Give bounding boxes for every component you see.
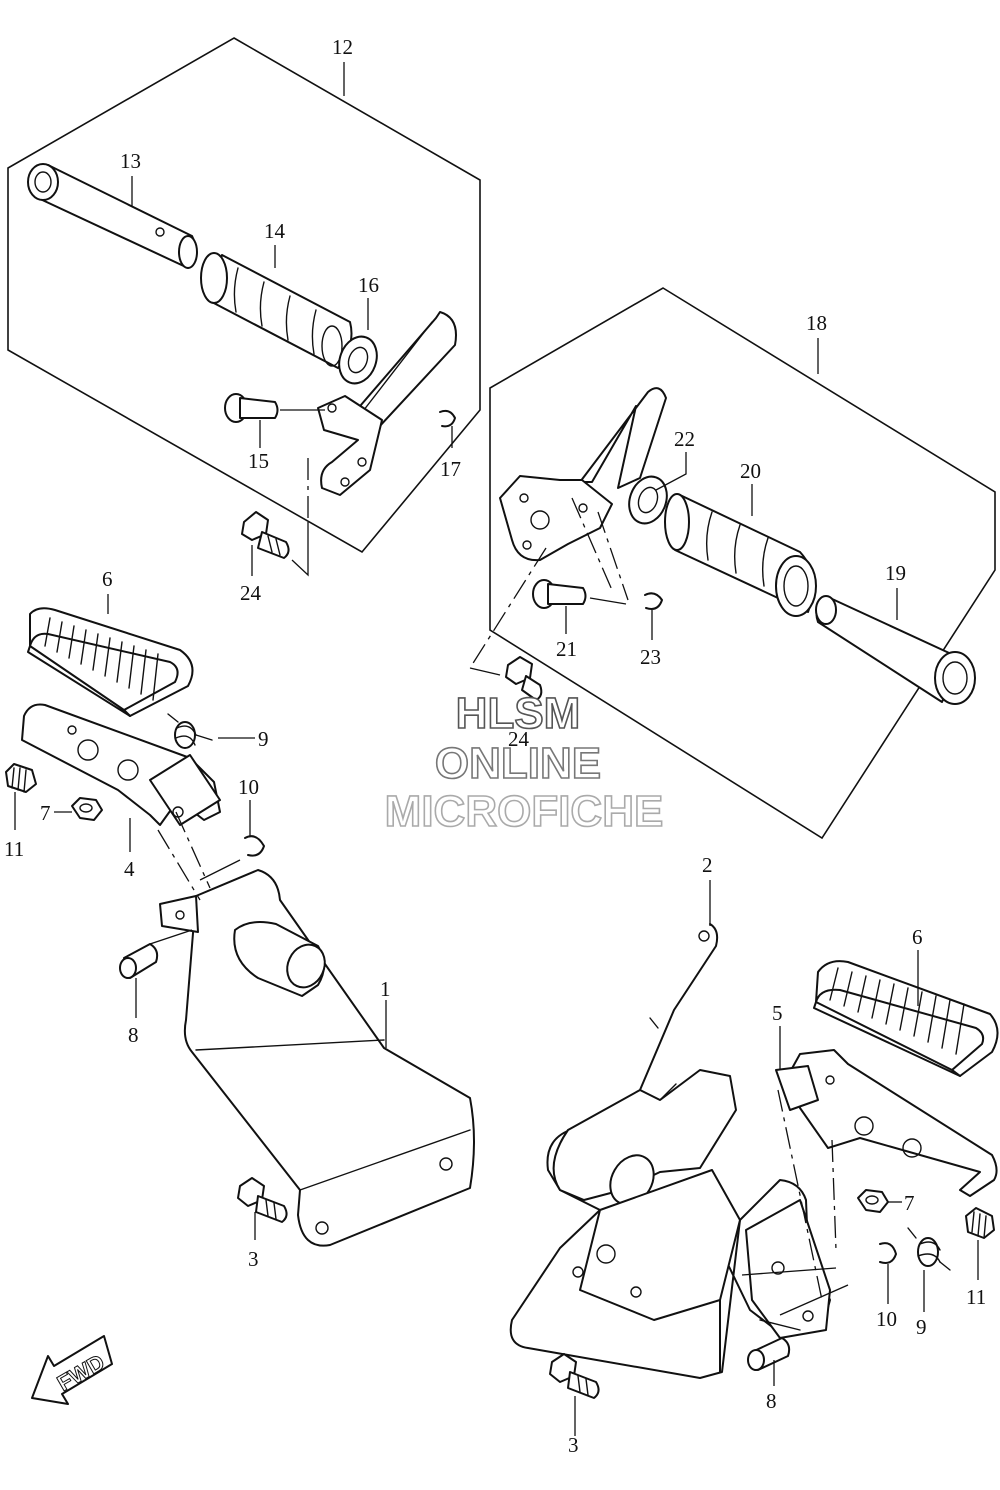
callout-23: 23 (640, 645, 661, 669)
nut-7-right[interactable] (857, 1189, 889, 1213)
callout-22: 22 (674, 427, 695, 451)
footrest-rubber-20[interactable] (664, 493, 817, 617)
e-clip-10-right[interactable] (879, 1242, 897, 1264)
washer-22[interactable] (623, 471, 673, 528)
footrest-bracket-5[interactable] (775, 1049, 998, 1301)
callout-6-left: 6 (102, 567, 113, 591)
callout-7-right: 7 (904, 1191, 915, 1215)
footrest-bracket-12[interactable] (317, 311, 457, 496)
callout-19: 19 (885, 561, 906, 585)
callout-2: 2 (702, 853, 713, 877)
pin-8-right[interactable] (747, 1337, 791, 1371)
spring-9-left[interactable] (167, 713, 213, 749)
footrest-rubber-14[interactable] (200, 252, 353, 369)
callout-12: 12 (332, 35, 353, 59)
footrest-bracket-1[interactable] (149, 811, 475, 1247)
adjuster-11-left[interactable] (5, 763, 37, 793)
callout-3-left: 3 (248, 1247, 259, 1271)
callout-10-right: 10 (876, 1307, 897, 1331)
watermark-line-3: MICROFICHE (385, 787, 664, 836)
callout-21: 21 (556, 637, 577, 661)
callout-14: 14 (264, 219, 286, 243)
callout-18: 18 (806, 311, 827, 335)
bolt-24-lower[interactable] (505, 656, 543, 701)
callout-6-right: 6 (912, 925, 923, 949)
callout-11-left: 11 (4, 837, 24, 861)
callout-24-lower: 24 (508, 727, 530, 751)
callout-8-left: 8 (128, 1023, 139, 1047)
pin-21[interactable] (532, 579, 627, 609)
washer-16[interactable] (333, 331, 383, 388)
footrest-bracket-2[interactable] (509, 923, 849, 1379)
bolt-3-right[interactable] (549, 1353, 600, 1399)
callout-13: 13 (120, 149, 141, 173)
footrest-shaft-13[interactable] (27, 163, 198, 269)
nut-7-left[interactable] (71, 797, 103, 821)
callout-7-left: 7 (40, 801, 51, 825)
e-clip-17[interactable] (439, 409, 456, 428)
callout-4: 4 (124, 857, 135, 881)
footrest-rubber-6-left[interactable] (27, 607, 194, 717)
assembly-lines-upper (291, 458, 629, 676)
callout-17: 17 (440, 457, 461, 481)
adjuster-11-right[interactable] (965, 1207, 995, 1239)
watermark-line-2: ONLINE (435, 739, 601, 788)
e-clip-10-left[interactable] (244, 835, 265, 857)
bolt-24-upper[interactable] (241, 511, 290, 559)
callout-24-upper: 24 (240, 581, 262, 605)
callout-labels: 12 13 14 16 15 17 24 18 22 20 19 21 23 2… (4, 35, 986, 1457)
callout-3-right: 3 (568, 1433, 579, 1457)
callout-9-left: 9 (258, 727, 269, 751)
callout-16: 16 (358, 273, 379, 297)
callout-5: 5 (772, 1001, 783, 1025)
bolt-3-left[interactable] (237, 1177, 288, 1223)
callout-15: 15 (248, 449, 269, 473)
pin-8-left[interactable] (119, 943, 159, 979)
callout-8-right: 8 (766, 1389, 777, 1413)
callout-10-left: 10 (238, 775, 259, 799)
fwd-arrow-icon: FWD (31, 1335, 113, 1405)
footrest-shaft-19[interactable] (815, 595, 976, 705)
footrest-bracket-4[interactable] (21, 703, 221, 826)
assembly-12-box (7, 37, 481, 554)
spring-9-right[interactable] (907, 1227, 951, 1271)
callout-11-right: 11 (966, 1285, 986, 1309)
callout-leaders (14, 62, 979, 1436)
callout-1: 1 (380, 977, 391, 1001)
e-clip-23[interactable] (644, 592, 663, 610)
watermark-line-1: HLSM (456, 689, 581, 738)
assembly-18-box (489, 287, 996, 840)
pin-15[interactable] (224, 393, 325, 423)
watermark: HLSM ONLINE MICROFICHE (384, 688, 664, 837)
footrest-bracket-18[interactable] (499, 387, 667, 562)
callout-9-right: 9 (916, 1315, 927, 1339)
callout-20: 20 (740, 459, 761, 483)
footrest-rubber-6-right[interactable] (813, 960, 999, 1077)
